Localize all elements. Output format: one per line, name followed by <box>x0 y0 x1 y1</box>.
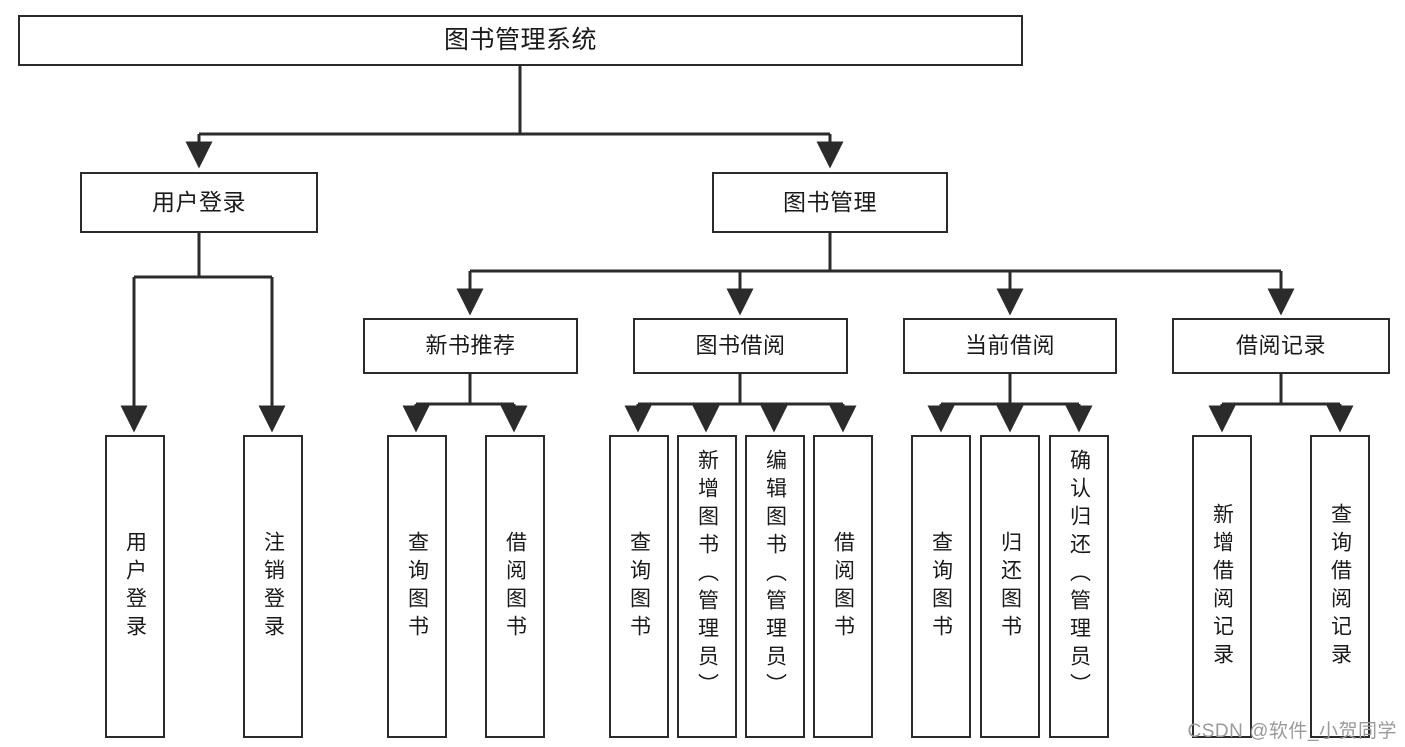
leaf-borrow-book-2[interactable]: 借阅图书 <box>813 435 873 738</box>
node-new-book-recommend-label: 新书推荐 <box>425 333 516 359</box>
leaf-user-logout-label: 注销登录 <box>261 530 285 643</box>
leaf-add-book-label: 新增图书（管理员） <box>695 449 719 701</box>
leaf-borrow-book-2-label: 借阅图书 <box>831 530 855 643</box>
leaf-query-book-3-label: 查询图书 <box>929 530 953 643</box>
node-borrow-record[interactable]: 借阅记录 <box>1172 318 1390 374</box>
leaf-query-book-3[interactable]: 查询图书 <box>911 435 971 738</box>
leaf-query-record[interactable]: 查询借阅记录 <box>1310 435 1370 738</box>
leaf-query-book-2-label: 查询图书 <box>627 530 651 643</box>
node-book-manage-label: 图书管理 <box>783 188 877 215</box>
leaf-query-book-1-label: 查询图书 <box>405 530 429 643</box>
leaf-confirm-return-label: 确认归还（管理员） <box>1067 449 1091 701</box>
leaf-query-book-2[interactable]: 查询图书 <box>609 435 669 738</box>
node-user-login[interactable]: 用户登录 <box>80 172 318 233</box>
leaf-user-login-label: 用户登录 <box>123 530 147 643</box>
leaf-query-record-label: 查询借阅记录 <box>1328 502 1352 671</box>
leaf-add-book[interactable]: 新增图书（管理员） <box>677 435 737 738</box>
node-borrow-record-label: 借阅记录 <box>1235 333 1326 359</box>
leaf-confirm-return[interactable]: 确认归还（管理员） <box>1049 435 1109 738</box>
leaf-borrow-book-1-label: 借阅图书 <box>503 530 527 643</box>
node-new-book-recommend[interactable]: 新书推荐 <box>363 318 578 374</box>
leaf-add-record-label: 新增借阅记录 <box>1210 502 1234 671</box>
leaf-user-logout[interactable]: 注销登录 <box>243 435 303 738</box>
leaf-return-book-label: 归还图书 <box>998 530 1022 643</box>
leaf-edit-book[interactable]: 编辑图书（管理员） <box>745 435 805 738</box>
leaf-return-book[interactable]: 归还图书 <box>980 435 1040 738</box>
node-book-borrow-label: 图书借阅 <box>695 333 786 359</box>
leaf-query-book-1[interactable]: 查询图书 <box>387 435 447 738</box>
csdn-watermark: CSDN @软件_小贺同学 <box>1187 721 1397 742</box>
leaf-add-record[interactable]: 新增借阅记录 <box>1192 435 1252 738</box>
leaf-edit-book-label: 编辑图书（管理员） <box>763 449 787 701</box>
node-current-borrow[interactable]: 当前借阅 <box>903 318 1117 374</box>
leaf-borrow-book-1[interactable]: 借阅图书 <box>485 435 545 738</box>
node-user-login-label: 用户登录 <box>152 188 246 215</box>
leaf-user-login[interactable]: 用户登录 <box>105 435 165 738</box>
node-current-borrow-label: 当前借阅 <box>964 333 1055 359</box>
node-book-borrow[interactable]: 图书借阅 <box>633 318 848 374</box>
node-root[interactable]: 图书管理系统 <box>18 15 1023 66</box>
node-root-label: 图书管理系统 <box>443 25 597 54</box>
node-book-manage[interactable]: 图书管理 <box>712 172 948 233</box>
